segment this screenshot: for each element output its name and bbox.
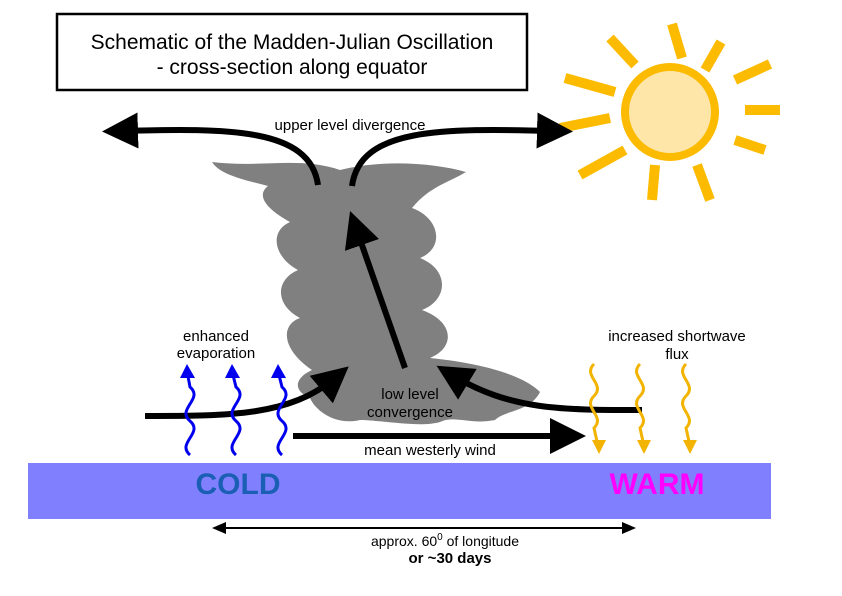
enhanced-evaporation-label-2: evaporation — [177, 345, 255, 362]
low-level-convergence-right-arrow — [436, 365, 643, 413]
title-box: Schematic of the Madden-Julian Oscillati… — [55, 12, 529, 92]
sun-icon — [559, 22, 780, 202]
upper-divergence-left-arrow — [102, 112, 321, 186]
enhanced-evaporation-label-1: enhanced — [183, 328, 249, 345]
evaporation-arrow-1 — [184, 370, 196, 457]
evaporation-arrow-2 — [230, 370, 242, 457]
title-line-2: - cross-section along equator — [157, 56, 428, 79]
shortwave-arrow-1 — [589, 362, 600, 447]
shortwave-flux-label-1: increased shortwave — [608, 328, 746, 345]
shortwave-arrow-2 — [635, 362, 646, 447]
updraft-arrow — [344, 211, 408, 369]
distance-label: approx. 600 of longitude — [371, 532, 519, 549]
evaporation-arrows — [180, 364, 288, 457]
low-level-convergence-label-1: low level — [381, 386, 439, 403]
mean-westerly-wind-label: mean westerly wind — [364, 442, 496, 459]
low-level-convergence-label-2: convergence — [367, 404, 453, 421]
upper-divergence-right-arrow — [349, 112, 573, 187]
evaporation-arrow-3 — [276, 370, 288, 457]
distance-suffix: of longitude — [443, 533, 519, 549]
title-line-1: Schematic of the Madden-Julian Oscillati… — [91, 31, 494, 54]
shortwave-flux-arrows — [589, 362, 697, 454]
duration-label: or ~30 days — [409, 550, 492, 567]
distance-double-arrow — [212, 522, 636, 534]
shortwave-flux-label-2: flux — [665, 346, 689, 363]
upper-divergence-label: upper level divergence — [275, 117, 426, 134]
low-level-convergence-left-arrow — [144, 366, 349, 419]
cold-label: COLD — [196, 468, 281, 501]
distance-prefix: approx. 60 — [371, 533, 437, 549]
distance-superscript: 0 — [437, 532, 443, 543]
warm-label: WARM — [610, 468, 705, 501]
shortwave-arrow-3 — [681, 362, 692, 447]
ocean-surface — [28, 463, 771, 519]
